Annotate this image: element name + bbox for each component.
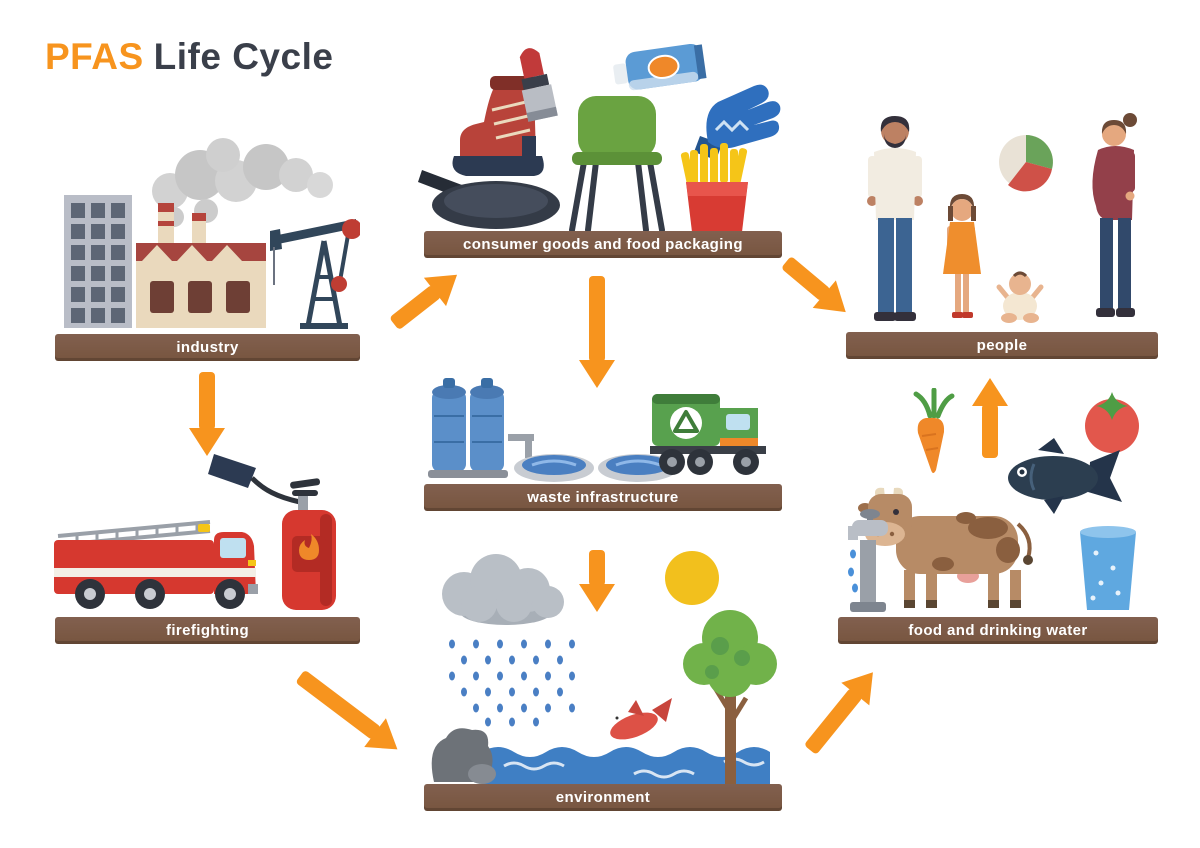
consumer-goods-label: consumer goods and food packaging [463,236,743,253]
industry-label: industry [176,339,239,356]
jumping-fish-icon [610,698,672,740]
people-label: people [976,337,1028,354]
faucet-icon [848,509,888,612]
rain-icon [449,639,575,727]
consumer-goods-banner: consumer goods and food packaging [424,231,782,258]
toothpaste-tube-icon [613,43,707,91]
girl-icon [943,194,981,318]
treatment-pools-icon [514,454,678,482]
smoke-icon [152,138,333,227]
lipstick-icon [519,48,558,122]
title-brand: PFAS [45,36,144,77]
fries-icon [680,143,748,232]
rock-icon [431,728,496,784]
flame-icon [299,534,319,560]
oil-pump-icon [270,219,360,329]
carrot-icon [913,388,955,473]
storage-tanks-icon [428,378,534,478]
rain-cloud-icon [442,554,564,625]
environment-label: environment [555,789,651,806]
fish-icon [1008,438,1122,514]
waste-infrastructure-label: waste infrastructure [527,489,679,506]
arrow-environment-to-food-water [805,672,873,754]
firefighting-label: firefighting [165,622,250,639]
environment-illustration [431,551,777,784]
food-and-water-illustration [848,388,1139,612]
arrow-consumer-goods-to-people [782,257,846,313]
frying-pan-icon [418,170,560,229]
people-banner: people [846,332,1158,359]
people-illustration [867,113,1137,323]
sun-icon [665,551,719,605]
arrow-industry-to-firefighting [189,372,225,456]
firefighting-banner: firefighting [55,617,360,644]
baby-icon [996,271,1044,323]
arrow-industry-to-consumer-goods [390,274,458,329]
factory-icon [136,203,266,328]
arrow-firefighting-to-environment [296,671,398,750]
food-and-water-label: food and drinking water [908,622,1088,639]
man-icon [867,116,923,321]
tree-icon [683,610,777,784]
industry-banner: industry [55,334,360,361]
food-and-water-banner: food and drinking water [838,617,1158,644]
cow-icon [858,487,1033,608]
office-building-icon [64,195,132,328]
industry-illustration [64,138,360,329]
recycle-icon [673,410,699,433]
firefighting-illustration [54,454,336,610]
water-glass-icon [1080,526,1136,610]
tomato-icon [1085,392,1139,453]
waste-infrastructure-illustration [428,378,766,482]
fire-truck-icon [54,520,258,609]
fire-extinguisher-icon [208,454,336,610]
arrow-consumer-goods-to-waste [579,276,615,388]
chair-icon [569,96,665,232]
pregnant-woman-icon [1092,113,1137,317]
water-icon [482,747,770,784]
environment-banner: environment [424,784,782,811]
waste-infrastructure-banner: waste infrastructure [424,484,782,511]
title-rest: Life Cycle [153,36,334,77]
beach-ball-icon [999,135,1053,192]
consumer-goods-illustration [418,43,781,232]
garbage-truck-icon [650,394,766,475]
